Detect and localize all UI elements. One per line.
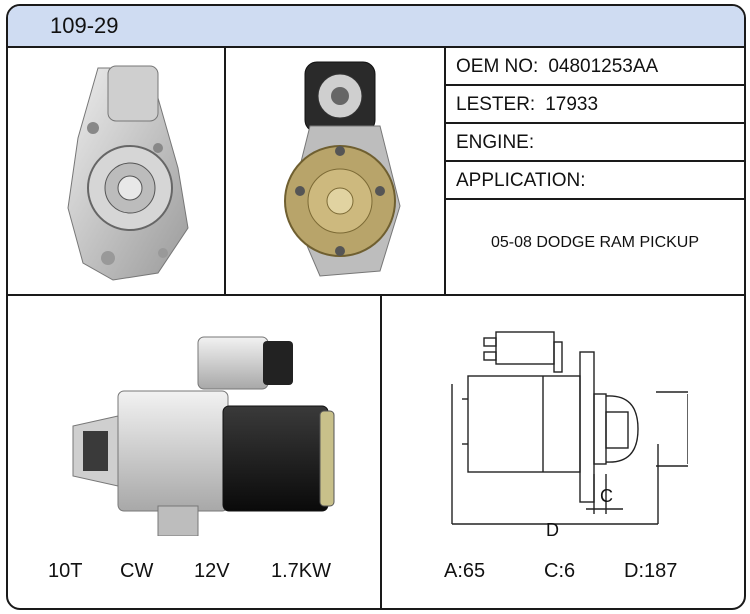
spec-row-engine: ENGINE: xyxy=(446,124,744,162)
motor-voltage: 12V xyxy=(194,560,230,582)
starter-side-photo xyxy=(72,336,335,536)
spec-value: 17933 xyxy=(545,94,599,115)
top-divider-2 xyxy=(444,46,446,294)
spec-line-1 xyxy=(444,84,744,86)
starter-rear-photo xyxy=(67,65,189,281)
bottom-divider xyxy=(380,296,382,608)
dim-label-c: C xyxy=(600,486,613,506)
application-text: 05-08 DODGE RAM PICKUP xyxy=(490,234,700,251)
spec-line-3 xyxy=(444,160,744,162)
motor-rotation: CW xyxy=(120,560,154,582)
dimension-diagram: A C D xyxy=(451,331,688,540)
spec-row-application: APPLICATION: xyxy=(446,162,744,200)
spec-row-oem: OEM NO: 04801253AA xyxy=(446,48,744,86)
motor-teeth: 10T xyxy=(48,560,83,582)
spec-key: OEM NO: xyxy=(456,56,539,77)
spec-line-2 xyxy=(444,122,744,124)
sheet-header: 109-29 xyxy=(8,6,744,48)
spec-sheet-card: 109-29 OEM NO: 04801253AA LESTER: 17933 … xyxy=(6,4,746,610)
spec-line-4 xyxy=(444,198,744,200)
starter-front-photo xyxy=(284,61,401,277)
dim-value-a: A:65 xyxy=(444,560,486,582)
motor-power: 1.7KW xyxy=(271,560,332,582)
dim-value-c: C:6 xyxy=(544,560,576,582)
dim-label-d: D xyxy=(546,520,559,540)
spec-row-lester: LESTER: 17933 xyxy=(446,86,744,124)
top-divider-1 xyxy=(224,46,226,294)
spec-value: 04801253AA xyxy=(548,56,659,77)
middle-divider xyxy=(8,294,744,296)
spec-key: LESTER: xyxy=(456,94,536,115)
spec-key: ENGINE: xyxy=(456,132,535,153)
spec-key: APPLICATION: xyxy=(456,170,586,191)
dim-value-d: D:187 xyxy=(624,560,678,582)
part-code: 109-29 xyxy=(50,13,119,38)
